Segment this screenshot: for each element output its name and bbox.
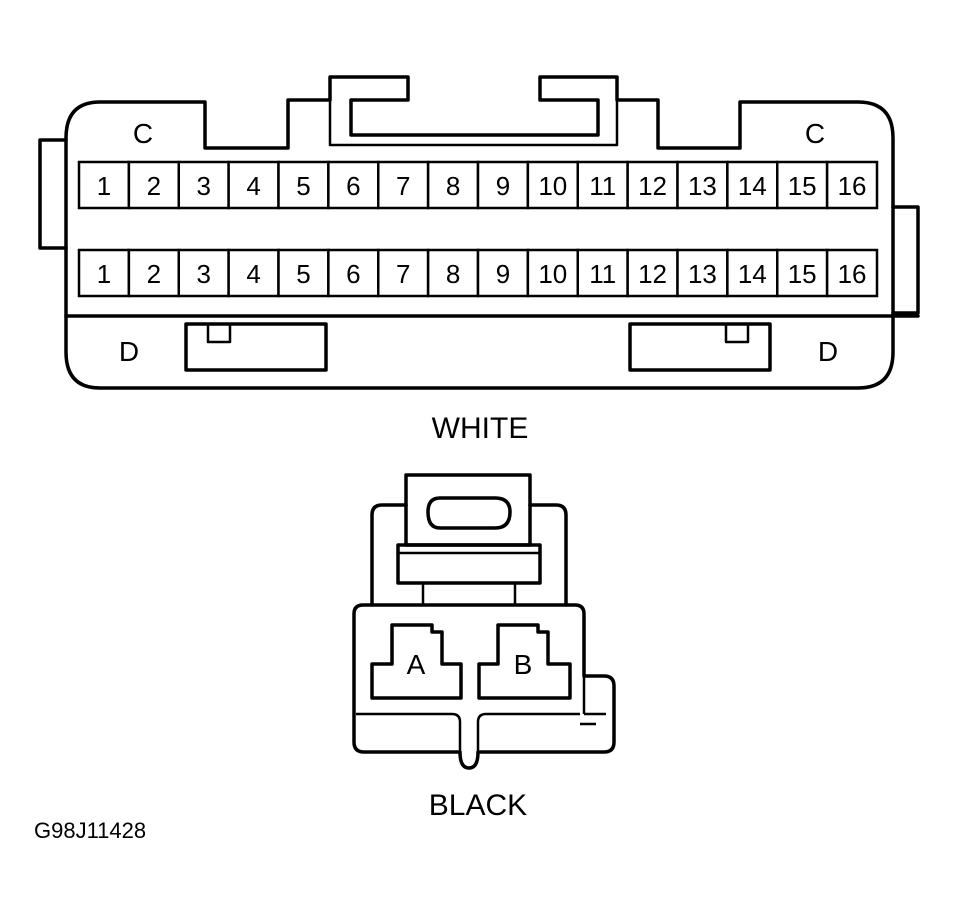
- row_bottom-cell: [426, 248, 480, 298]
- white-caption: WHITE: [432, 412, 529, 445]
- row_top-cell: [227, 160, 280, 210]
- row_top-pin-number: 14: [738, 171, 767, 201]
- row_top-pin-number: 7: [396, 171, 410, 201]
- row_bottom-pin-number: 13: [688, 259, 717, 289]
- black-cavity-b: [477, 623, 572, 700]
- row_top-pin-number: 16: [838, 171, 867, 201]
- corner-label-d-right: D: [818, 336, 838, 367]
- figure-code: G98J11428: [34, 818, 146, 843]
- row_bottom-cell: [576, 248, 629, 298]
- black-latch-window: [426, 496, 512, 530]
- row_bottom-pin-number: 11: [589, 259, 616, 289]
- row_top-pin-number: 11: [589, 171, 616, 201]
- corner-label-d-left: D: [119, 336, 139, 367]
- row_bottom-pin-number: 1: [97, 259, 111, 289]
- row_bottom-cell: [526, 248, 579, 298]
- row_top-pin-number: 13: [688, 171, 717, 201]
- row_top-cell: [776, 160, 829, 210]
- white-lock-slot-left: [184, 322, 328, 372]
- black-caption: BLACK: [429, 789, 527, 822]
- row_top-cell: [177, 160, 230, 210]
- row_top-cell: [825, 160, 879, 210]
- row_top-pin-number: 4: [246, 171, 260, 201]
- row_bottom-pin-number: 12: [638, 259, 667, 289]
- corner-label-c-right: C: [805, 118, 825, 149]
- row_bottom-pin-number: 6: [346, 259, 360, 289]
- black-side-tab: [580, 676, 606, 726]
- white-connector-body: [64, 75, 895, 390]
- row_bottom-pin-number: 3: [196, 259, 210, 289]
- row_top-cell: [626, 160, 679, 210]
- white-left-tab: [38, 138, 68, 250]
- row_bottom-cell: [726, 248, 779, 298]
- row_bottom-cell: [377, 248, 430, 298]
- pin-label-a: A: [407, 649, 426, 680]
- black-cavity-a: [370, 623, 463, 700]
- row_bottom-pin-number: 8: [446, 259, 460, 289]
- white-latch-inner: [328, 100, 619, 147]
- row_top-pin-number: 2: [147, 171, 161, 201]
- white-right-tab: [891, 205, 920, 315]
- row_top-pin-number: 10: [538, 171, 567, 201]
- black-upper-housing: [370, 503, 568, 607]
- row_bottom-pin-number: 15: [788, 259, 817, 289]
- row_bottom-pin-number: 2: [147, 259, 161, 289]
- row_top-pin-number: 9: [496, 171, 510, 201]
- corner-label-c-left: C: [133, 118, 153, 149]
- row_bottom-cell: [776, 248, 829, 298]
- pin-label-b: B: [514, 649, 533, 680]
- row_bottom-pin-number: 5: [296, 259, 310, 289]
- row_bottom-pin-number: 4: [246, 259, 260, 289]
- row_bottom-pin-number: 10: [538, 259, 567, 289]
- row_bottom-cell: [77, 248, 131, 298]
- row_bottom-pin-number: 9: [496, 259, 510, 289]
- row_top-cell: [576, 160, 629, 210]
- row_top-pin-number: 12: [638, 171, 667, 201]
- row_bottom-pin-number: 14: [738, 259, 767, 289]
- row_top-cell: [726, 160, 779, 210]
- row_top-pin-number: 6: [346, 171, 360, 201]
- row_bottom-cell: [327, 248, 380, 298]
- row_top-pin-number: 15: [788, 171, 817, 201]
- row_top-cell: [476, 160, 530, 210]
- row_bottom-pin-number: 16: [838, 259, 867, 289]
- row_top-cell: [377, 160, 430, 210]
- row_bottom-cell: [227, 248, 280, 298]
- black-lock-bar: [396, 543, 542, 585]
- row_top-pin-number: 1: [97, 171, 111, 201]
- row_top-cell: [426, 160, 480, 210]
- white-lock-slot-right: [628, 322, 772, 372]
- row_bottom-cell: [825, 248, 879, 298]
- row_top-cell: [327, 160, 380, 210]
- black-inner-line: [356, 712, 580, 752]
- row_top-pin-number: 5: [296, 171, 310, 201]
- row_bottom-pin-number: 7: [396, 259, 410, 289]
- black-connector: A B BLACK: [352, 473, 616, 822]
- row_top-pin-number: 8: [446, 171, 460, 201]
- row_top-pin-number: 3: [196, 171, 210, 201]
- black-main-body: [352, 603, 616, 770]
